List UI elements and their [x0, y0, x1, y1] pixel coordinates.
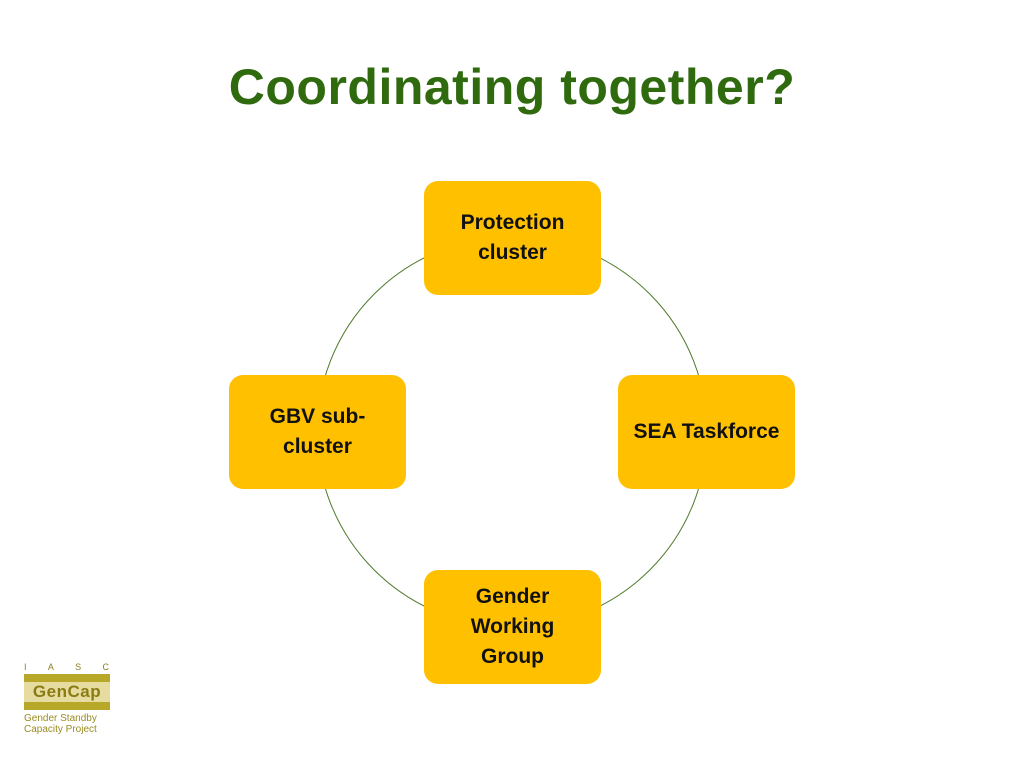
node-gbv-sub-cluster: GBV sub- cluster	[229, 375, 406, 489]
logo-bar: GenCap	[24, 674, 110, 710]
logo-letter: C	[102, 662, 110, 672]
logo-letter: S	[75, 662, 83, 672]
node-sea-taskforce: SEA Taskforce	[618, 375, 795, 489]
logo-letter: A	[47, 662, 55, 672]
node-text-line: GBV sub-	[269, 405, 366, 428]
node-text-line: cluster	[283, 435, 352, 458]
gencap-logo: I A S C GenCap Gender Standby Capacity P…	[24, 662, 110, 735]
logo-iasc-letters: I A S C	[24, 662, 110, 672]
logo-name: GenCap	[24, 682, 110, 702]
node-gender-working-group: Gender Working Group	[424, 570, 601, 684]
node-text-line: Group	[481, 645, 544, 668]
logo-line-1: Gender Standby	[24, 713, 97, 724]
logo-letter: I	[24, 662, 28, 672]
node-text-line: cluster	[478, 241, 547, 264]
logo-line-2: Capacity Project	[24, 724, 97, 735]
slide-title: Coordinating together?	[228, 59, 796, 115]
node-protection-cluster: Protection cluster	[424, 181, 601, 295]
node-text-line: Working	[470, 615, 555, 638]
node-text-line: SEA Taskforce	[633, 420, 780, 443]
node-text-line: Gender	[475, 585, 550, 608]
node-text-line: Protection	[460, 211, 565, 234]
